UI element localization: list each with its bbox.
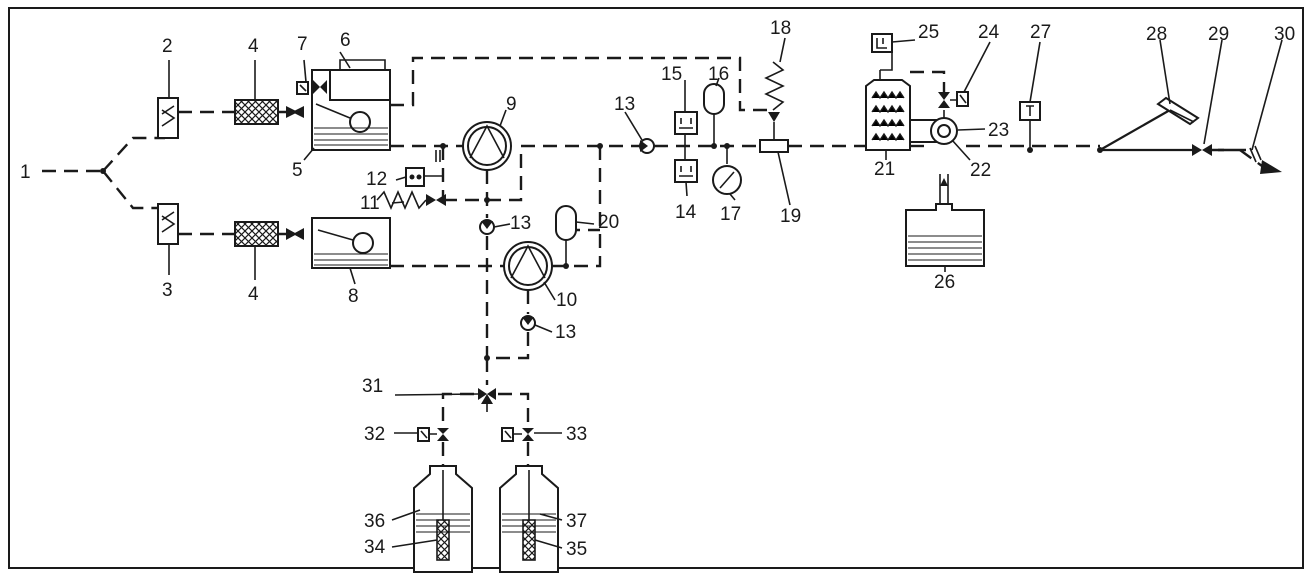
component-9-pump — [462, 121, 512, 171]
label-1: 1 — [20, 162, 31, 183]
component-33-valve — [501, 427, 534, 442]
component-17-pressure-gauge — [712, 165, 742, 195]
label-13-upper: 13 — [510, 213, 531, 234]
label-23: 23 — [988, 120, 1009, 141]
label-36: 36 — [364, 511, 385, 532]
component-25-controller — [871, 33, 893, 53]
component-20-accumulator — [555, 205, 577, 241]
label-18: 18 — [770, 18, 791, 39]
component-28-nozzle — [1156, 96, 1200, 126]
component-13-check-valve-upper — [479, 219, 495, 235]
label-21: 21 — [874, 159, 895, 180]
component-8-tank — [311, 217, 391, 269]
component-24-valve — [938, 91, 969, 108]
component-13-check-valve-main — [639, 138, 655, 154]
component-3-filter — [157, 203, 179, 245]
component-30-outlet — [1218, 145, 1282, 174]
label-28: 28 — [1146, 24, 1167, 45]
diagram-frame — [8, 7, 1304, 569]
label-24: 24 — [978, 22, 1000, 43]
label-20: 20 — [598, 212, 619, 233]
component-35-element — [522, 519, 536, 561]
label-4-upper: 4 — [248, 36, 259, 57]
component-34-element — [436, 519, 450, 561]
component-22-23-pump — [909, 117, 958, 145]
label-27: 27 — [1030, 22, 1051, 43]
label-17: 17 — [720, 204, 741, 225]
label-10: 10 — [556, 290, 577, 311]
component-12-sensor — [405, 150, 441, 187]
label-32: 32 — [364, 424, 385, 445]
component-13-check-valve-lower — [520, 315, 536, 331]
component-19-inline-element — [759, 139, 789, 153]
label-26: 26 — [934, 272, 955, 293]
label-8: 8 — [348, 286, 359, 307]
label-35: 35 — [566, 539, 587, 560]
label-14: 14 — [675, 202, 697, 223]
label-19: 19 — [780, 206, 801, 227]
label-9: 9 — [506, 94, 517, 115]
component-26-reservoir — [905, 178, 985, 267]
valve-lower-inlet — [286, 228, 304, 240]
label-2: 2 — [162, 36, 173, 57]
label-15: 15 — [661, 64, 682, 85]
junction-dots — [100, 143, 1103, 361]
label-31: 31 — [362, 376, 383, 397]
label-4-lower: 4 — [248, 284, 259, 305]
label-12: 12 — [366, 169, 387, 190]
component-2-filter — [157, 97, 179, 139]
label-33: 33 — [566, 424, 587, 445]
label-11: 11 — [360, 193, 380, 214]
valve-upper-inlet — [286, 106, 304, 118]
component-31-three-way-valve — [478, 388, 496, 412]
label-25: 25 — [918, 22, 939, 43]
label-37: 37 — [566, 511, 587, 532]
label-5: 5 — [292, 160, 303, 181]
label-13-main: 13 — [614, 94, 635, 115]
component-labels: 1 2 3 4 4 5 6 7 8 9 10 11 12 13 13 13 14… — [20, 18, 1295, 560]
component-37-bottle — [499, 465, 559, 573]
pipe-network — [42, 42, 1250, 468]
component-5-6-tank — [311, 59, 391, 151]
component-11-relief-valve — [376, 190, 446, 210]
label-22: 22 — [970, 160, 991, 181]
component-36-bottle — [413, 465, 473, 573]
label-30: 30 — [1274, 24, 1295, 45]
component-15-sensor — [674, 111, 698, 135]
component-16-accumulator — [703, 83, 725, 115]
label-7: 7 — [297, 34, 308, 55]
component-32-valve — [417, 427, 449, 442]
component-4-upper-filter — [234, 99, 279, 125]
component-14-sensor — [674, 159, 698, 183]
component-10-pump — [503, 241, 553, 291]
label-29: 29 — [1208, 24, 1229, 45]
leader-lines — [168, 37, 1283, 549]
label-6: 6 — [340, 30, 351, 51]
label-16: 16 — [708, 64, 729, 85]
component-4-lower-filter — [234, 221, 279, 247]
component-21-heater — [865, 79, 911, 151]
label-13-lower: 13 — [555, 322, 576, 343]
label-3: 3 — [162, 280, 173, 301]
component-7-valve — [296, 80, 327, 95]
component-18-relief-valve — [764, 61, 785, 146]
label-34: 34 — [364, 537, 386, 558]
component-29-valve — [1192, 144, 1212, 156]
